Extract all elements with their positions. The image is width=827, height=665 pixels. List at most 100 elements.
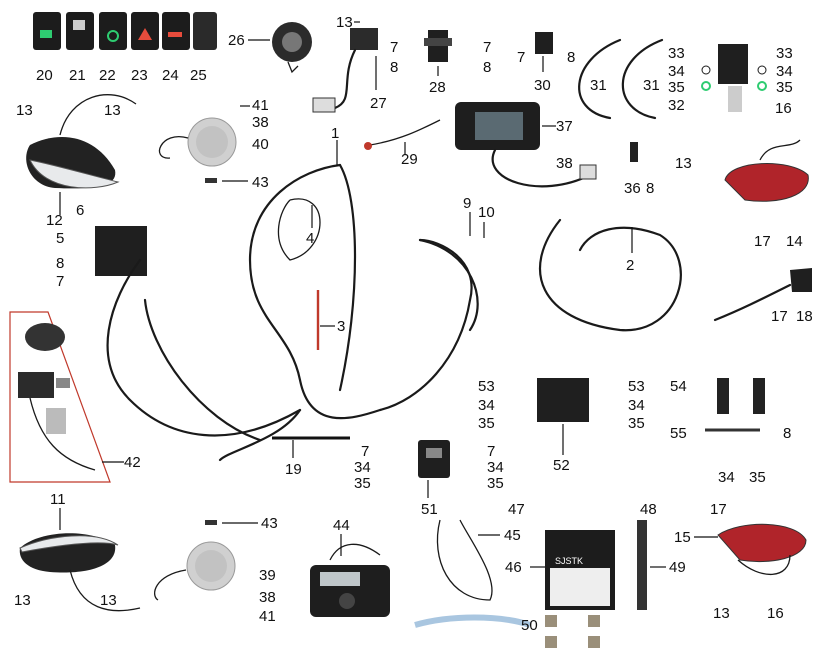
flasher xyxy=(418,440,450,478)
callout-17: 17 xyxy=(710,501,727,518)
callout-13: 13 xyxy=(675,155,692,172)
callout-34: 34 xyxy=(478,397,495,414)
headlight-lower xyxy=(19,533,141,612)
callout-25: 25 xyxy=(190,67,207,84)
callout-35: 35 xyxy=(749,469,766,486)
callout-2: 2 xyxy=(626,257,634,274)
callout-34: 34 xyxy=(628,397,645,414)
sensor-cable-a xyxy=(578,38,622,120)
callout-22: 22 xyxy=(99,67,116,84)
callout-16: 16 xyxy=(775,100,792,117)
callout-8: 8 xyxy=(646,180,654,197)
callout-23: 23 xyxy=(131,67,148,84)
callout-53: 53 xyxy=(628,378,645,395)
power-lead xyxy=(436,519,493,601)
callout-8: 8 xyxy=(56,255,64,272)
callout-7: 7 xyxy=(517,49,525,66)
callout-13: 13 xyxy=(16,102,33,119)
callout-8: 8 xyxy=(783,425,791,442)
callout-4: 4 xyxy=(306,230,314,247)
callout-52: 52 xyxy=(553,457,570,474)
callout-48: 48 xyxy=(640,501,657,518)
taillight-upper xyxy=(724,139,809,202)
callout-46: 46 xyxy=(505,559,522,576)
callout-20: 20 xyxy=(36,67,53,84)
callout-8: 8 xyxy=(567,49,575,66)
callout-26: 26 xyxy=(228,32,245,49)
callout-12: 12 xyxy=(46,212,63,229)
callout-51: 51 xyxy=(421,501,438,518)
callout-7: 7 xyxy=(56,273,64,290)
callout-32: 32 xyxy=(668,97,685,114)
speaker-upper xyxy=(158,117,237,167)
instrument-cluster xyxy=(455,102,597,188)
horn xyxy=(272,22,312,74)
callout-6: 6 xyxy=(76,202,84,219)
callout-1: 1 xyxy=(331,125,339,142)
callout-34: 34 xyxy=(668,63,685,80)
callout-31: 31 xyxy=(590,77,607,94)
callout-33: 33 xyxy=(776,45,793,62)
callout-18: 18 xyxy=(796,308,813,325)
ignition-set xyxy=(18,323,96,471)
callout-35: 35 xyxy=(487,475,504,492)
callout-13: 13 xyxy=(104,102,121,119)
ignition-group-box xyxy=(9,311,111,483)
callout-13: 13 xyxy=(336,14,353,31)
callout-8: 8 xyxy=(390,59,398,76)
rear-harness xyxy=(538,218,682,332)
callout-34: 34 xyxy=(718,469,735,486)
callout-16: 16 xyxy=(767,605,784,622)
callout-43: 43 xyxy=(252,174,269,191)
sub-harness-4 xyxy=(277,198,321,261)
licence-light xyxy=(790,268,812,292)
callout-10: 10 xyxy=(478,204,495,221)
callout-55: 55 xyxy=(670,425,687,442)
callout-36: 36 xyxy=(624,180,641,197)
callout-7: 7 xyxy=(390,39,398,56)
callout-13: 13 xyxy=(100,592,117,609)
callout-39: 39 xyxy=(259,567,276,584)
audio-player xyxy=(310,543,390,617)
callout-41: 41 xyxy=(252,97,269,114)
rocker-switches xyxy=(33,12,217,50)
callout-49: 49 xyxy=(669,559,686,576)
callout-13: 13 xyxy=(14,592,31,609)
callout-35: 35 xyxy=(354,475,371,492)
callout-9: 9 xyxy=(463,195,471,212)
callout-7: 7 xyxy=(487,443,495,460)
callout-42: 42 xyxy=(124,454,141,471)
sensor-cable-b xyxy=(621,38,664,120)
callout-41: 41 xyxy=(259,608,276,625)
callout-53: 53 xyxy=(478,378,495,395)
callout-54: 54 xyxy=(670,378,687,395)
speaker-lower xyxy=(153,541,236,601)
callout-8: 8 xyxy=(483,59,491,76)
bracket xyxy=(630,142,638,162)
ground-wire xyxy=(369,119,441,146)
main-wire-harness xyxy=(106,163,479,462)
callout-34: 34 xyxy=(776,63,793,80)
callout-7: 7 xyxy=(361,443,369,460)
callout-17: 17 xyxy=(771,308,788,325)
starter-solenoid xyxy=(312,28,378,113)
callout-17: 17 xyxy=(754,233,771,250)
callout-43: 43 xyxy=(261,515,278,532)
callout-14: 14 xyxy=(786,233,803,250)
callout-38: 38 xyxy=(252,114,269,131)
callout-35: 35 xyxy=(478,415,495,432)
callout-11: 11 xyxy=(50,491,66,508)
taillight-lower xyxy=(717,523,807,576)
callout-35: 35 xyxy=(668,79,685,96)
callout-13: 13 xyxy=(713,605,730,622)
cdi-unit xyxy=(718,44,748,84)
battery-strap xyxy=(637,520,647,610)
callout-34: 34 xyxy=(487,459,504,476)
callout-19: 19 xyxy=(285,461,302,478)
callout-38: 38 xyxy=(556,155,573,172)
callout-35: 35 xyxy=(628,415,645,432)
callout-38: 38 xyxy=(259,589,276,606)
callout-40: 40 xyxy=(252,136,269,153)
